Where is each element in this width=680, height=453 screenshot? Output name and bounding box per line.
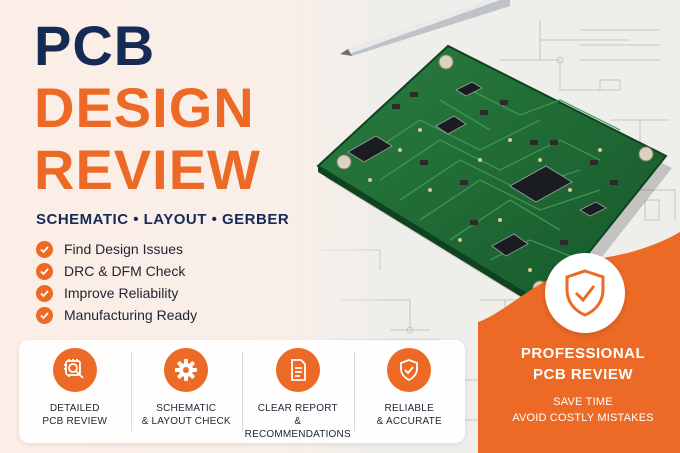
- panel-subtitle-line-1: SAVE TIME: [553, 396, 613, 408]
- check-circle-icon: [36, 240, 53, 258]
- subtitle: SCHEMATIC • LAYOUT • GERBER: [36, 211, 290, 228]
- check-circle-icon: [36, 306, 53, 324]
- orange-panel: [478, 232, 680, 453]
- feature-reliable: RELIABLE & ACCURATE: [353, 340, 466, 443]
- checklist-label: Manufacturing Ready: [64, 307, 198, 323]
- title-line-1: PCB: [34, 14, 156, 77]
- checklist-label: Improve Reliability: [64, 285, 179, 301]
- pen-image: [340, 0, 510, 56]
- feature-schematic-check: SCHEMATIC & LAYOUT CHECK: [130, 340, 243, 443]
- check-circle-icon: [36, 284, 53, 302]
- checklist-item: Find Design Issues: [36, 238, 197, 260]
- feature-label: DETAILED PCB REVIEW: [42, 403, 108, 427]
- magnifier-chip-icon: [52, 348, 97, 392]
- shield-check-icon: [565, 269, 605, 317]
- gear-icon: [164, 348, 209, 392]
- checklist-label: DRC & DFM Check: [64, 263, 186, 279]
- panel-title-line-2: PCB REVIEW: [532, 366, 633, 383]
- title-line-3: REVIEW: [34, 138, 261, 201]
- feature-detailed-review: DETAILED PCB REVIEW: [19, 340, 131, 443]
- shield-check-icon: [387, 348, 432, 392]
- check-circle-icon: [36, 262, 53, 280]
- panel-subtitle-line-2: AVOID COSTLY MISTAKES: [512, 412, 654, 424]
- feature-label: SCHEMATIC & LAYOUT CHECK: [141, 403, 231, 427]
- checklist-item: Manufacturing Ready: [36, 304, 197, 326]
- checklist: Find Design Issues DRC & DFM Check Impro…: [36, 238, 197, 326]
- feature-label: RELIABLE & ACCURATE: [376, 403, 442, 427]
- checklist-label: Find Design Issues: [64, 241, 184, 257]
- panel-title-line-1: PROFESSIONAL: [520, 345, 646, 362]
- title-line-2: DESIGN: [34, 76, 255, 139]
- document-icon: [275, 348, 320, 392]
- feature-label: CLEAR REPORT & RECOMMENDATIONS: [244, 403, 351, 440]
- feature-clear-report: CLEAR REPORT & RECOMMENDATIONS: [242, 340, 354, 443]
- checklist-item: Improve Reliability: [36, 282, 197, 304]
- badge-circle: [545, 253, 625, 333]
- features-card: DETAILED PCB REVIEW: [19, 340, 465, 443]
- checklist-item: DRC & DFM Check: [36, 260, 197, 282]
